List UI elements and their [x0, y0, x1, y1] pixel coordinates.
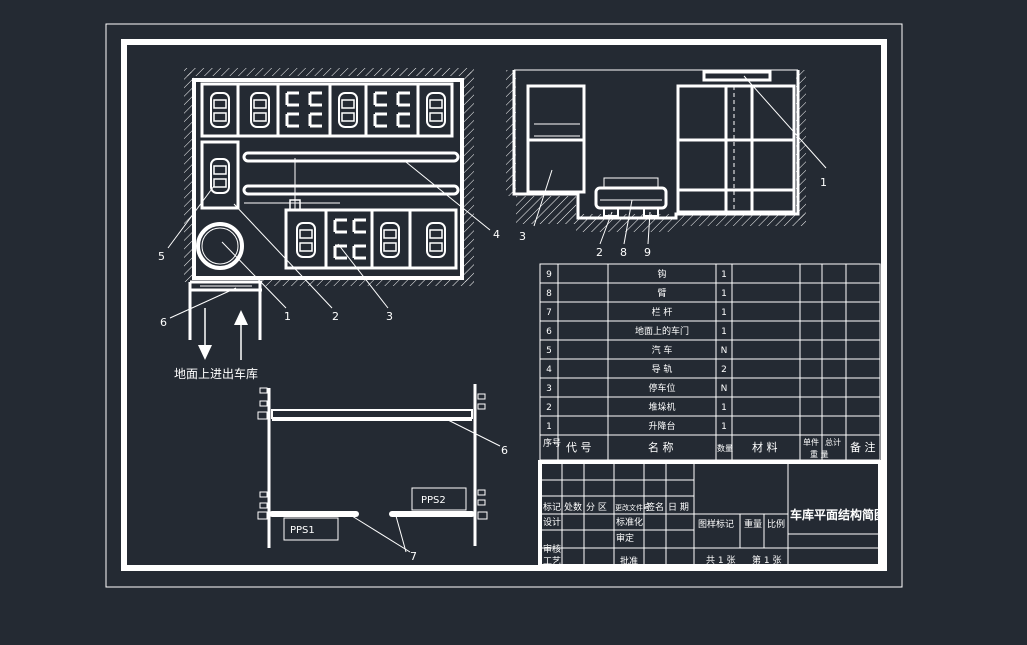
plan-label-2: 2: [332, 310, 339, 323]
sensor-label-6: 6: [501, 444, 508, 457]
parts-row-number: 4: [546, 365, 552, 375]
parts-row-name: 臂: [657, 287, 666, 299]
parts-list-grid: [539, 263, 881, 461]
parts-row-qty: 1: [721, 308, 727, 318]
parts-row-name: 升降台: [648, 420, 675, 432]
parts-row-qty: 1: [721, 289, 727, 299]
tb-count: 处数: [564, 501, 582, 513]
parts-row-number: 1: [546, 422, 552, 432]
elev-label-1: 1: [820, 176, 827, 189]
sensor-label-7: 7: [410, 550, 417, 563]
parts-row-number: 5: [546, 346, 552, 356]
parts-row-qty: 2: [721, 365, 727, 375]
pps2-label: PPS2: [421, 495, 446, 506]
tb-mark: 标记: [543, 501, 561, 513]
hdr-remark: 备 注: [850, 440, 876, 454]
parts-row-number: 2: [546, 403, 552, 413]
tb-check: 审定: [616, 532, 634, 544]
tb-standard: 标准化: [616, 516, 643, 528]
tb-sheets: 共 1 张: [706, 555, 735, 566]
parts-row-number: 7: [546, 308, 552, 318]
elev-label-3: 3: [519, 230, 526, 243]
tb-zone: 分 区: [586, 502, 607, 513]
tb-design: 设计: [543, 516, 561, 528]
parts-row-qty: 1: [721, 422, 727, 432]
plan-label-3: 3: [386, 310, 393, 323]
hdr-material: 材 料: [752, 440, 778, 454]
parts-row-number: 6: [546, 327, 552, 337]
plan-label-5: 5: [158, 250, 165, 263]
plan-label-1: 1: [284, 310, 291, 323]
inner-frame: [121, 39, 887, 571]
elev-label-8: 8: [620, 246, 627, 259]
tb-approve: 批准: [620, 555, 638, 567]
sensor-layout-view: [257, 384, 501, 553]
tb-sign: 签名: [646, 501, 664, 513]
garage-plan-view: [167, 68, 491, 360]
parts-row-name: 钩: [657, 268, 666, 280]
parts-row-qty: 1: [721, 403, 727, 413]
parts-row-number: 8: [546, 289, 552, 299]
parts-row-name: 汽 车: [652, 344, 673, 356]
outer-frame: [105, 23, 903, 588]
tb-doc: 更改文件号: [615, 503, 650, 512]
parts-row-qty: 1: [721, 270, 727, 280]
tb-scale: 比例: [767, 518, 785, 530]
parts-row-name: 地面上的车门: [635, 325, 689, 337]
hdr-no: 序号: [543, 437, 561, 449]
parts-row-qty: N: [721, 384, 728, 394]
tb-review: 审核: [543, 543, 561, 555]
parts-row-name: 堆垛机: [648, 401, 675, 413]
tb-craft: 工艺: [543, 556, 561, 567]
pps1-label: PPS1: [290, 525, 315, 536]
parts-row-name: 停车位: [648, 382, 675, 394]
hdr-qty: 数量: [717, 443, 733, 453]
parts-row-name: 导 轨: [652, 363, 673, 375]
hdr-unit: 单件: [803, 437, 819, 447]
tb-weight: 重量: [744, 518, 762, 530]
hdr-code: 代 号: [566, 441, 592, 454]
elev-label-9: 9: [644, 246, 651, 259]
hdr-total: 总计: [825, 437, 841, 447]
garage-elevation-view: [506, 69, 827, 245]
tb-date: 日 期: [668, 502, 689, 513]
parts-row-qty: N: [721, 346, 728, 356]
title-block: [538, 460, 882, 568]
tb-sheet: 第 1 张: [752, 554, 781, 566]
parts-row-number: 3: [546, 384, 552, 394]
entrance-label: 地面上进出车库: [174, 366, 258, 381]
elev-label-2: 2: [596, 246, 603, 259]
parts-row-qty: 1: [721, 327, 727, 337]
tb-stage: 图样标记: [698, 518, 734, 530]
hdr-weight: 重 量: [810, 449, 829, 459]
plan-label-6: 6: [160, 316, 167, 329]
hdr-name: 名 称: [648, 440, 674, 454]
parts-list-header: 序号 代 号 名 称 数量 材 料 单件 总计 重 量 备 注: [543, 437, 876, 459]
parts-row-name: 栏 杆: [652, 306, 673, 318]
plan-label-4: 4: [493, 228, 500, 241]
drawing-title: 车库平面结构简图: [790, 507, 886, 522]
parts-row-number: 9: [546, 270, 552, 280]
